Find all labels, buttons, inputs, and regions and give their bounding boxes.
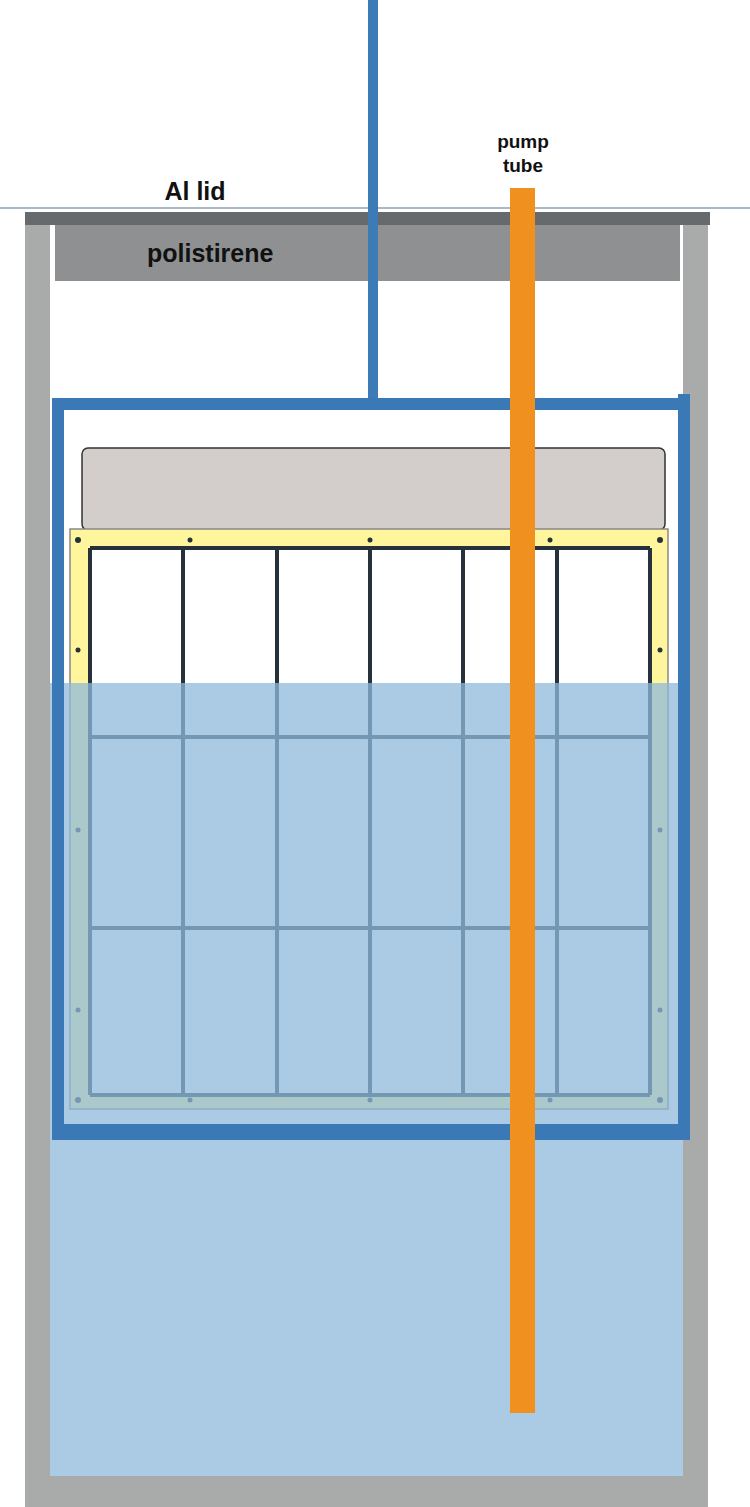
vessel-bottom — [25, 1476, 708, 1507]
detector-cap — [82, 448, 665, 530]
vessel-wall — [25, 224, 50, 1476]
support-frame — [52, 394, 690, 1140]
pump-tube — [510, 188, 535, 1413]
layer-label: polistirene — [147, 239, 273, 268]
al-lid — [25, 212, 710, 225]
part-label: Al lid — [150, 176, 240, 207]
water — [50, 683, 683, 1476]
polistirene-layer — [55, 225, 680, 281]
support-pipe — [368, 0, 378, 406]
part-label: pump tube — [488, 130, 558, 178]
layer-box: polistirene — [55, 225, 680, 281]
